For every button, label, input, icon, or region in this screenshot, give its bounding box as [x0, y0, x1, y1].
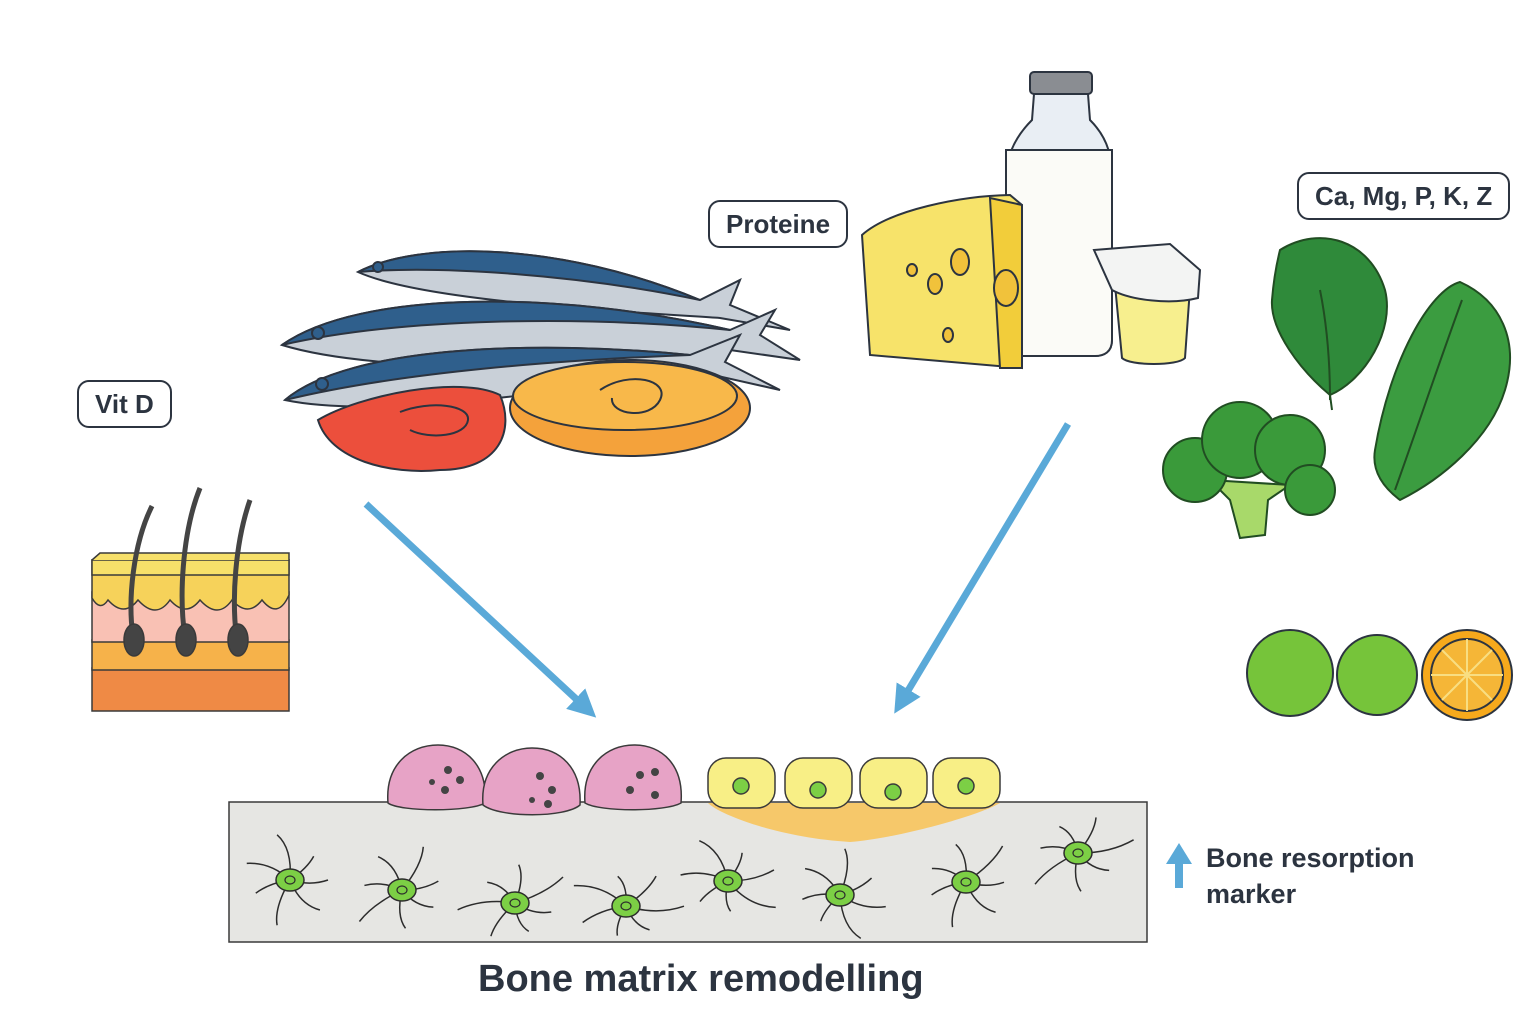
- osteoblast: [859, 757, 928, 809]
- broccoli-icon: [1162, 401, 1336, 540]
- osteocyte: [573, 875, 685, 936]
- osteocyte: [931, 843, 1005, 928]
- yogurt-icon: [1092, 242, 1202, 365]
- osteoclast: [387, 744, 486, 811]
- osteoblast-cells: [707, 757, 1001, 809]
- salmon-steak-icon: [316, 359, 751, 472]
- legend-arrow-space: [1162, 840, 1196, 890]
- label-minerals: Ca, Mg, P, K, Z: [1297, 172, 1511, 220]
- osteoclast: [584, 744, 682, 811]
- up-arrow-icon: [1166, 843, 1192, 888]
- legend-text: Bone resorption marker: [1206, 843, 1415, 909]
- orange-slice-icon: [1421, 629, 1513, 721]
- osteoid-seam: [708, 803, 1000, 842]
- fish-icon: [279, 250, 801, 408]
- osteocyte: [457, 864, 564, 937]
- bone-matrix: [228, 801, 1148, 943]
- osteocyte: [1034, 817, 1134, 892]
- osteocyte-cells: [246, 817, 1134, 939]
- osteocyte: [802, 848, 886, 939]
- label-proteine: Proteine: [708, 200, 849, 248]
- diagram-caption: Bone matrix remodelling: [478, 958, 924, 1000]
- label-vit-d: Vit D: [77, 380, 172, 428]
- osteocyte: [246, 834, 329, 926]
- spinach-icon: [1270, 237, 1511, 502]
- osteoclast-cells: [387, 744, 682, 816]
- flow-arrow-dairy: [894, 422, 1072, 714]
- cheese-icon: [860, 193, 1023, 370]
- lime-icon: [1246, 629, 1418, 717]
- milk-bottle-icon: [1005, 71, 1113, 357]
- skin-section-icon: [91, 487, 290, 712]
- osteoclast: [482, 747, 581, 816]
- osteocyte: [358, 846, 439, 929]
- legend: Bone resorption marker: [1162, 840, 1446, 912]
- osteocyte: [680, 839, 776, 912]
- flow-arrow-fish: [363, 501, 597, 718]
